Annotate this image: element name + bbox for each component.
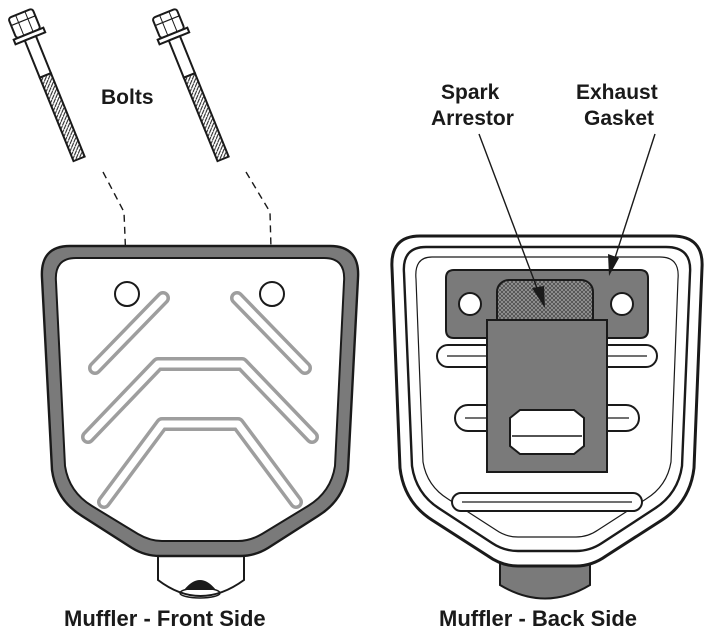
bolts-label: Bolts xyxy=(101,86,154,109)
exhaust-gasket-label-line2: Gasket xyxy=(584,107,654,130)
spark-arrestor-label-line1: Spark xyxy=(441,81,500,104)
spark-arrestor-pointer xyxy=(478,133,545,308)
bolt-guide-left xyxy=(102,171,128,287)
muffler-back xyxy=(390,234,704,600)
caption-back: Muffler - Back Side xyxy=(439,606,637,631)
caption-front: Muffler - Front Side xyxy=(64,606,266,631)
exhaust-gasket-pointer xyxy=(608,133,656,276)
bolt-right xyxy=(152,8,230,163)
spark-arrestor-label-line2: Arrestor xyxy=(431,107,514,130)
bolt-guide-right xyxy=(245,171,273,287)
exhaust-gasket-label-line1: Exhaust xyxy=(576,81,658,104)
bolt-left xyxy=(8,8,86,163)
muffler-front xyxy=(40,244,360,599)
